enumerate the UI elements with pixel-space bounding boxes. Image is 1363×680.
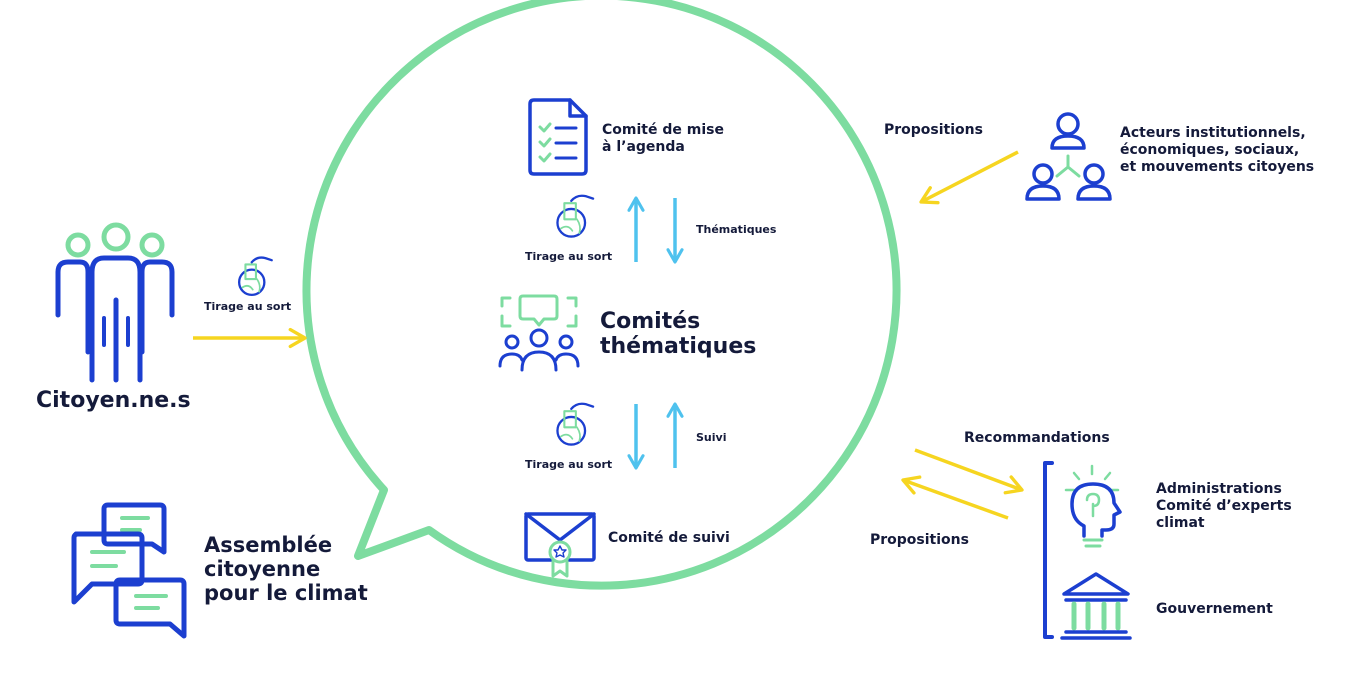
thematic-committees-line2: thématiques — [600, 334, 757, 359]
propositions-arrow — [901, 475, 1009, 520]
followup-label: Suivi — [696, 431, 727, 444]
government-building-icon — [1060, 572, 1132, 640]
people-group-icon — [55, 222, 175, 383]
agenda-committee-line1: Comité de mise — [602, 122, 724, 138]
chat-bubbles-icon — [71, 502, 187, 639]
administrations-line1: Administrations — [1156, 481, 1282, 497]
envelope-award-icon — [524, 512, 596, 578]
administrations-line3: climat — [1156, 515, 1205, 531]
discussion-group-icon — [498, 294, 580, 372]
network-people-icon — [1025, 112, 1112, 201]
recommendations-label: Recommandations — [964, 430, 1110, 446]
followup-committee-label: Comité de suivi — [608, 530, 730, 546]
themes-label: Thématiques — [696, 223, 777, 236]
institutions-propositions-label: Propositions — [870, 532, 969, 548]
checklist-document-icon — [528, 98, 588, 176]
draw-label-top: Tirage au sort — [525, 250, 613, 263]
assembly-title-line2: citoyenne — [204, 557, 321, 581]
agenda-committee-label: Comité de mise à l’agenda — [602, 122, 724, 156]
ballot-hand-icon — [237, 256, 273, 297]
administrations-line2: Comité d’experts — [1156, 498, 1292, 514]
draw-label-bottom: Tirage au sort — [525, 458, 613, 471]
actors-arrow — [919, 150, 1019, 205]
institutions-bracket — [1043, 461, 1054, 639]
actors-line1: Acteurs institutionnels, — [1120, 125, 1306, 141]
actors-line3: et mouvements citoyens — [1120, 159, 1315, 175]
citizens-label: Citoyen.ne.s — [36, 388, 191, 413]
administrations-label: Administrations Comité d’experts climat — [1156, 481, 1292, 532]
agenda-committee-line2: à l’agenda — [602, 139, 685, 155]
ballot-hand-icon-top — [556, 194, 595, 238]
assembly-title-line3: pour le climat — [204, 581, 368, 605]
actors-propositions-label: Propositions — [884, 122, 983, 138]
assembly-title-line1: Assemblée — [204, 533, 333, 557]
assembly-title: Assemblée citoyenne pour le climat — [204, 533, 368, 605]
thematic-committees-line1: Comités — [600, 309, 701, 334]
actors-label: Acteurs institutionnels, économiques, so… — [1120, 125, 1314, 176]
speech-bubble — [302, 0, 901, 590]
ballot-hand-icon-bottom — [556, 402, 595, 446]
thematic-committees-label: Comités thématiques — [600, 309, 756, 359]
citizens-draw-label: Tirage au sort — [204, 300, 292, 313]
actors-line2: économiques, sociaux, — [1120, 142, 1300, 158]
government-label: Gouvernement — [1156, 601, 1273, 617]
lightbulb-head-icon — [1064, 464, 1122, 548]
recommendations-arrow — [914, 448, 1024, 495]
